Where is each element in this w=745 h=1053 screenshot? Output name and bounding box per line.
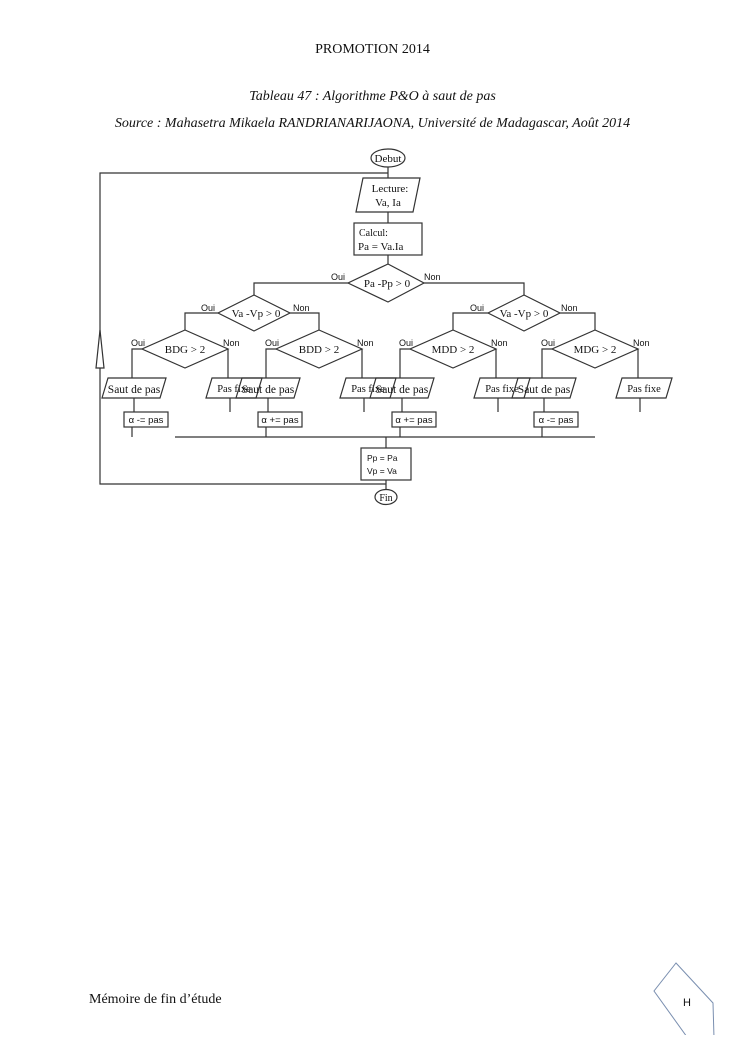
alpha-update-label: α -= pas (539, 415, 574, 426)
jump-step-box (235, 377, 301, 399)
read-label-1: Lecture: (372, 183, 409, 195)
jump-step-label: Saut de pas (108, 384, 161, 396)
connector (541, 348, 552, 378)
page-marker-badge: H (653, 962, 715, 1035)
right-decision-label: Va -Vp > 0 (500, 308, 549, 320)
branch-no-label: Non (491, 338, 508, 348)
branch-decision-label: BDG > 2 (165, 344, 205, 356)
jump-step-box (101, 377, 167, 399)
branch-decision-label: MDG > 2 (574, 344, 617, 356)
branch-decision (550, 329, 640, 369)
fixed-step-label: Pas fixe (627, 384, 661, 395)
end-label: Fin (379, 493, 392, 504)
branch-decision-label: BDD > 2 (299, 344, 339, 356)
branch-decision (274, 329, 364, 369)
branch-yes-label: Oui (399, 338, 413, 348)
fixed-step-label: Pas fixe (485, 384, 519, 395)
branch-decision-label: MDD > 2 (432, 344, 475, 356)
table-caption: Tableau 47 : Algorithme P&O à saut de pa… (249, 89, 496, 104)
left-decision (216, 294, 292, 332)
read-label-2: Va, Ia (375, 197, 401, 209)
page-header: PROMOTION 2014 (315, 42, 430, 57)
connector (424, 282, 525, 295)
jump-step-label: Saut de pas (518, 384, 571, 396)
fixed-step-label: Pas fixe (351, 384, 385, 395)
connector (131, 348, 142, 378)
alpha-update-label: α += pas (395, 415, 432, 426)
right-yes-label: Oui (470, 303, 484, 313)
flowchart: Debut Lecture: Va, Ia Calcul: Pa = Va.Ia… (95, 148, 673, 506)
calc-label-2: Pa = Va.Ia (358, 241, 404, 253)
branch-no-label: Non (223, 338, 240, 348)
store-label-2: Vp = Va (367, 466, 397, 476)
branch-yes-label: Oui (131, 338, 145, 348)
pentagon-shape (653, 962, 715, 1035)
branch-decision (140, 329, 230, 369)
left-no-label: Non (293, 303, 310, 313)
alpha-update-box (123, 411, 169, 428)
alpha-update-box (533, 411, 579, 428)
connector (452, 312, 488, 330)
main-yes-label: Oui (331, 272, 345, 282)
page-marker-label: H (683, 997, 691, 1009)
jump-step-label: Saut de pas (376, 384, 429, 396)
alpha-update-label: α -= pas (129, 415, 164, 426)
alpha-update-label: α += pas (261, 415, 298, 426)
source-caption: Source : Mahasetra Mikaela RANDRIANARIJA… (114, 116, 631, 131)
branch-yes-label: Oui (541, 338, 555, 348)
main-no-label: Non (424, 272, 441, 282)
branch-no-label: Non (633, 338, 650, 348)
right-decision (486, 294, 562, 332)
store-label-1: Pp = Pa (367, 453, 398, 463)
main-decision (346, 263, 426, 303)
fixed-step-box (615, 377, 673, 399)
left-decision-label: Va -Vp > 0 (232, 308, 281, 320)
left-yes-label: Oui (201, 303, 215, 313)
main-decision-label: Pa -Pp > 0 (364, 278, 411, 290)
end-terminal (374, 488, 398, 506)
connector (253, 282, 348, 295)
alpha-update-box (257, 411, 303, 428)
connector (290, 312, 320, 330)
branch-no-label: Non (357, 338, 374, 348)
connector (265, 348, 276, 378)
jump-step-label: Saut de pas (242, 384, 295, 396)
jump-step-box (511, 377, 577, 399)
loop-arrow-icon (95, 329, 105, 369)
connector (184, 312, 218, 330)
calc-label-1: Calcul: (359, 228, 388, 239)
branch-yes-label: Oui (265, 338, 279, 348)
jump-step-box (369, 377, 435, 399)
connector (399, 348, 410, 378)
footer-text: Mémoire de fin d’étude (89, 992, 222, 1007)
start-label: Debut (375, 153, 402, 165)
read-input-box (355, 177, 421, 213)
fixed-step-label: Pas fixe (217, 384, 251, 395)
alpha-update-box (391, 411, 437, 428)
loop-back-connector (99, 172, 388, 485)
right-no-label: Non (561, 303, 578, 313)
connector (560, 312, 596, 330)
branch-decision (408, 329, 498, 369)
